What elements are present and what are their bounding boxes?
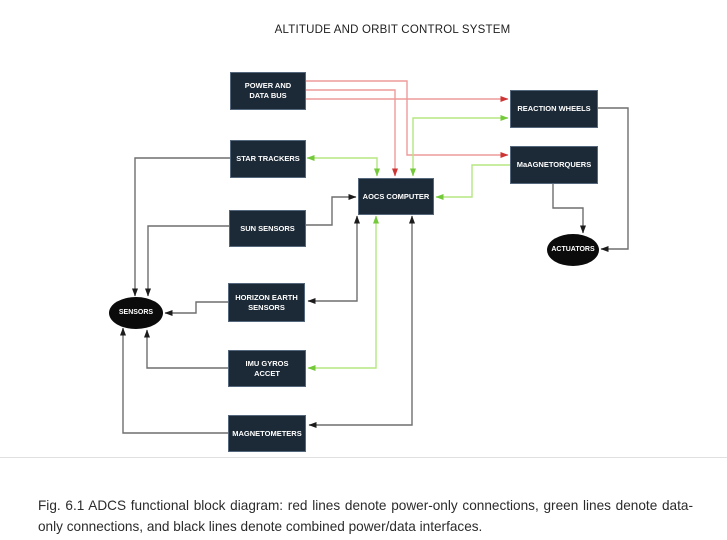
edge-aocs_computer-to-reaction_wheels	[410, 115, 509, 177]
node-sun-sensors: SUN SENSORS	[229, 210, 306, 247]
edge-power_data_bus-to-magnetorquers	[306, 80, 509, 158]
edge-horizon_earth_sensors-to-sensors	[164, 301, 228, 316]
edge-magnetorquers-to-actuators	[552, 184, 586, 234]
edge-sun_sensors-to-sensors	[145, 225, 229, 297]
node-sensors: SENSORS	[109, 297, 163, 329]
edge-star_trackers-to-sensors	[132, 157, 230, 297]
edge-imu_gyros_accet-to-sensors	[144, 329, 228, 369]
edge-sun_sensors-to-aocs_computer	[306, 194, 357, 226]
node-horizon-earth-sensors: HORIZON EARTH SENSORS	[228, 283, 305, 322]
node-aocs-computer: AOCS COMPUTER	[358, 178, 434, 215]
edge-aocs_computer-to-star_trackers	[306, 155, 380, 177]
node-star-trackers: STAR TRACKERS	[230, 140, 306, 178]
node-actuators: ACTUATORS	[547, 234, 599, 266]
node-power-and-data-bus: POWER AND DATA BUS	[230, 72, 306, 110]
node-imu-gyros-accet: IMU GYROS ACCET	[228, 350, 306, 387]
edge-imu_gyros_accet-to-aocs_computer	[307, 215, 379, 371]
edge-magnetometers-to-sensors	[120, 327, 228, 434]
node-reaction-wheels: REACTION WHEELS	[510, 90, 598, 128]
edge-magnetorquers-to-aocs_computer	[435, 164, 510, 200]
edge-reaction_wheels-to-actuators	[598, 107, 629, 252]
edge-power_data_bus-to-aocs_computer	[306, 89, 398, 177]
diagram-title: ALTITUDE AND ORBIT CONTROL SYSTEM	[274, 24, 511, 36]
edge-horizon_earth_sensors-to-aocs_computer	[307, 215, 360, 304]
edge-magnetometers-to-aocs_computer	[308, 215, 415, 428]
caption-divider	[0, 457, 727, 458]
figure-caption: Fig. 6.1 ADCS functional block diagram: …	[38, 497, 693, 535]
node-magnetometers: MAGNETOMETERS	[228, 415, 306, 452]
node-magnetorquers: MaAGNETORQUERS	[510, 146, 598, 184]
